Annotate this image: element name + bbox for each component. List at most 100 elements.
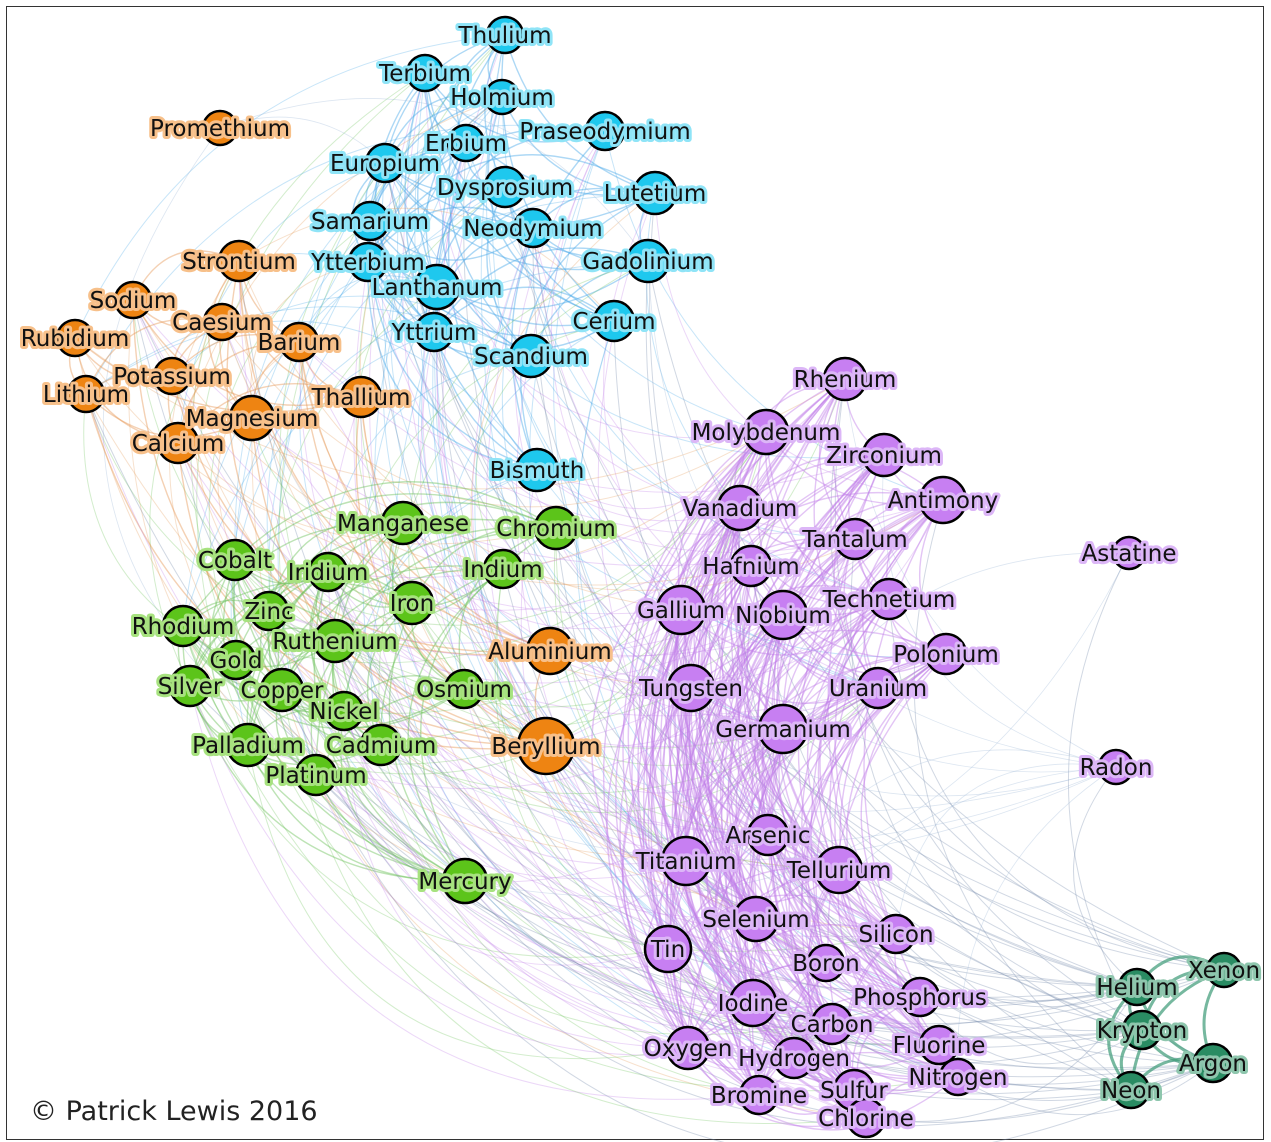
node-label-chromium: Chromium [496, 516, 615, 542]
edge [707, 614, 784, 920]
edge [698, 378, 846, 920]
edge [189, 685, 466, 882]
edge [221, 321, 890, 657]
edge [208, 260, 253, 419]
edge [686, 687, 769, 836]
node-aluminium [525, 626, 575, 676]
edge [281, 689, 921, 1018]
edge [667, 687, 879, 950]
edge [888, 598, 1225, 971]
edge [189, 685, 382, 766]
edge [380, 378, 846, 746]
edge [669, 614, 784, 1049]
edge [738, 728, 867, 1119]
edge [436, 286, 1138, 988]
edge [830, 378, 1225, 971]
edge [549, 499, 944, 683]
edge [250, 261, 369, 419]
edge [251, 417, 404, 526]
edge [132, 299, 879, 717]
edge [714, 728, 784, 1096]
edge [390, 142, 504, 570]
edge [680, 598, 890, 656]
edge [327, 571, 1225, 1025]
edge [735, 728, 784, 920]
node-potassium [152, 356, 192, 396]
node-label-ytterbium: Ytterbium [310, 250, 425, 276]
node-astatine [1111, 535, 1147, 571]
edge [219, 116, 386, 164]
edge [679, 834, 769, 1049]
edge [756, 728, 833, 1025]
edge [327, 571, 547, 747]
edge [132, 299, 362, 407]
node-label-thallium: Thallium [311, 385, 411, 411]
edge [688, 687, 921, 998]
edge [782, 499, 944, 730]
node-label-astatine: Astatine [1082, 541, 1177, 567]
edge [575, 320, 921, 998]
edge [189, 685, 669, 958]
edge [750, 565, 1132, 1091]
edge [424, 72, 649, 262]
edge [765, 431, 947, 655]
node-label-samarium: Samarium [311, 209, 429, 235]
node-gold [215, 639, 257, 681]
edge [85, 318, 223, 395]
edge [238, 207, 615, 322]
node-label-polonium: Polonium [893, 642, 999, 668]
edge [758, 933, 897, 1096]
node-manganese [380, 500, 426, 546]
edge [665, 728, 784, 950]
node-calcium [156, 421, 200, 465]
edge [234, 431, 767, 626]
edge [755, 918, 959, 1080]
node-cerium [592, 299, 636, 343]
edge [684, 499, 944, 862]
edge [591, 507, 741, 950]
edge [177, 383, 362, 444]
edge [536, 431, 767, 509]
node-dysprosium [483, 165, 527, 209]
edge [765, 431, 944, 505]
edge [246, 571, 329, 746]
edge [685, 860, 959, 1078]
edge [504, 186, 615, 322]
edge [714, 598, 890, 1096]
edge [417, 331, 551, 652]
edge [402, 522, 890, 684]
node-label-germanium: Germanium [715, 717, 850, 743]
node-arsenic [746, 813, 790, 857]
edge [433, 247, 649, 333]
edge [667, 948, 795, 1059]
edge [687, 1047, 867, 1128]
node-label-praseodymium: Praseodymium [519, 119, 690, 145]
edge [767, 834, 897, 935]
edge [769, 499, 944, 1091]
node-silicon [875, 913, 917, 955]
edge [545, 745, 1143, 1064]
edge [411, 378, 846, 611]
node-oxygen [665, 1025, 711, 1071]
edge [706, 565, 833, 1025]
node-label-arsenic: Arsenic [726, 823, 811, 849]
edge [74, 337, 557, 545]
node-label-hafnium: Hafnium [702, 554, 799, 580]
edge [756, 431, 879, 689]
node-label-lithium: Lithium [43, 382, 129, 408]
edge [817, 499, 944, 1046]
edge [436, 286, 767, 439]
edge [832, 378, 890, 600]
edge [783, 687, 879, 1025]
edge [432, 286, 959, 1078]
edge [424, 72, 615, 322]
edge [327, 571, 897, 938]
edge [384, 162, 534, 234]
edge [464, 728, 784, 883]
node-label-zirconium: Zirconium [826, 443, 942, 469]
node-iron [389, 580, 435, 626]
node-label-osmium: Osmium [416, 677, 512, 703]
node-label-xenon: Xenon [1188, 958, 1260, 984]
node-label-indium: Indium [463, 557, 542, 583]
node-holmium [483, 78, 521, 116]
